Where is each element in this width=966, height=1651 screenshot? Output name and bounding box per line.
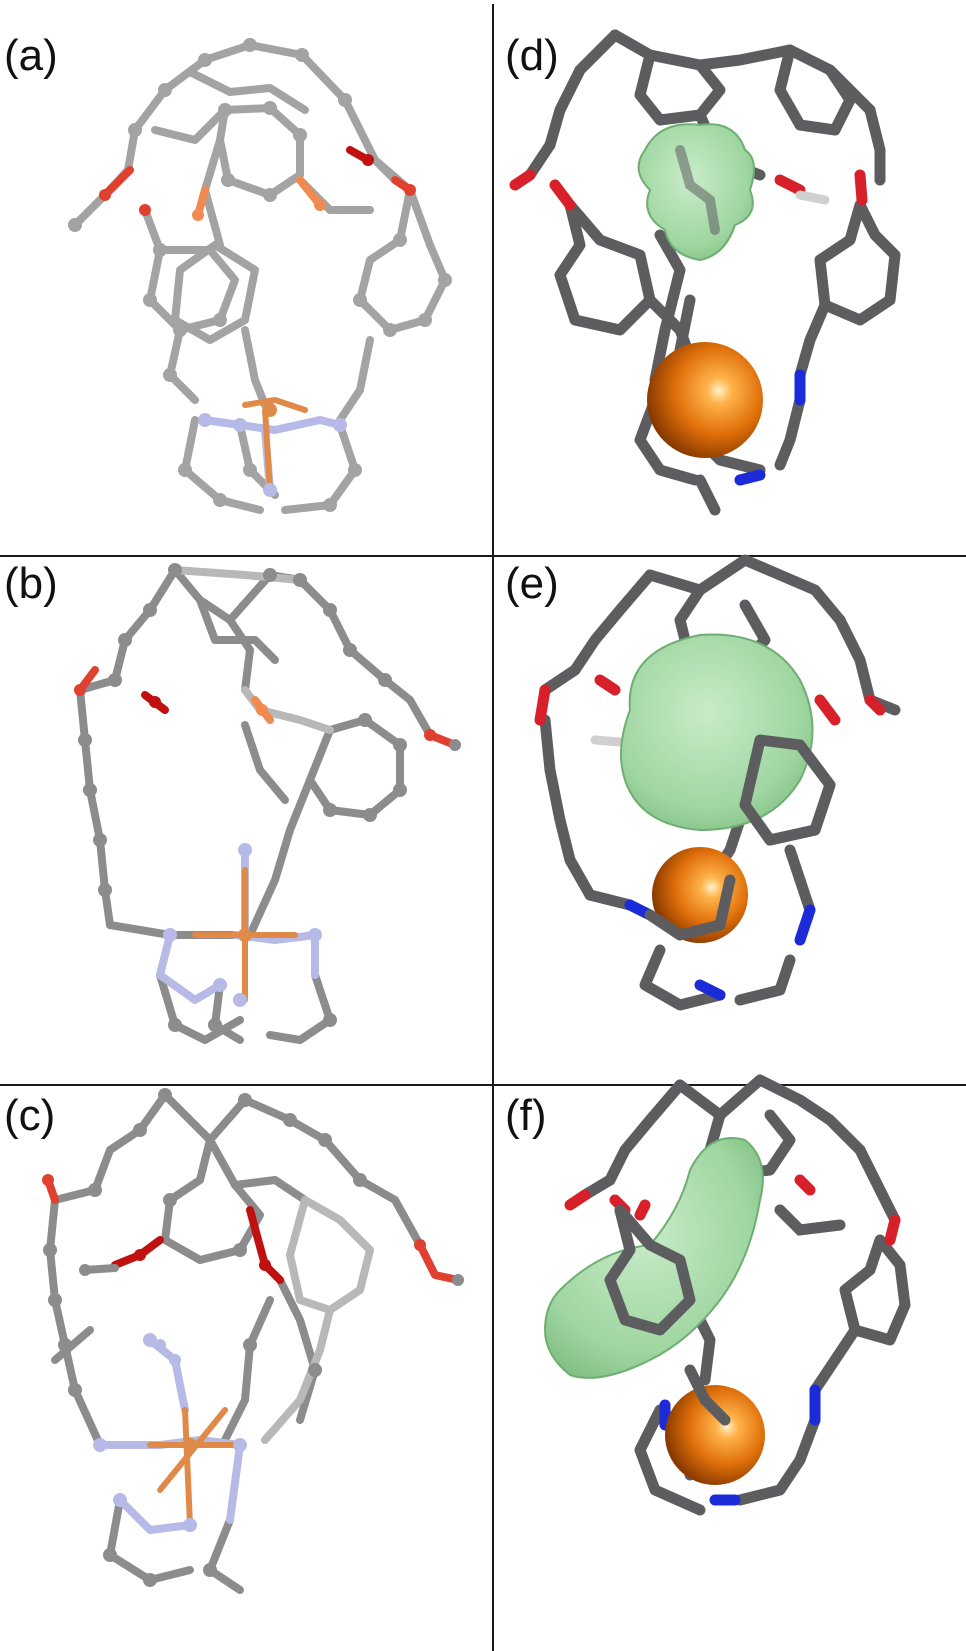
molecule-c-ball-and-stick [42, 1088, 464, 1594]
panel-a: (a) [4, 31, 452, 514]
panel-label-e: (e) [505, 559, 559, 608]
panel-label-b: (b) [4, 559, 58, 608]
panel-dividers [0, 4, 966, 1651]
panel-label-f: (f) [505, 1091, 547, 1140]
panel-label-c: (c) [4, 1091, 55, 1140]
panel-c: (c) [4, 1088, 464, 1594]
molecule-a-ball-and-stick [68, 38, 452, 514]
cavity-surface-e [620, 633, 836, 846]
copper-sphere-f [665, 1385, 765, 1485]
panel-label-d: (d) [505, 31, 559, 80]
cavity-surface-f [543, 1137, 764, 1379]
cavity-surface-d [637, 123, 755, 262]
panel-label-a: (a) [4, 31, 58, 80]
copper-sphere-d [647, 342, 763, 458]
panel-b: (b) [4, 559, 461, 1044]
panel-e: (e) [505, 554, 901, 1011]
panel-d: (d) [505, 29, 901, 516]
molecule-b-ball-and-stick [74, 563, 461, 1044]
panel-f: (f) [505, 1074, 911, 1516]
